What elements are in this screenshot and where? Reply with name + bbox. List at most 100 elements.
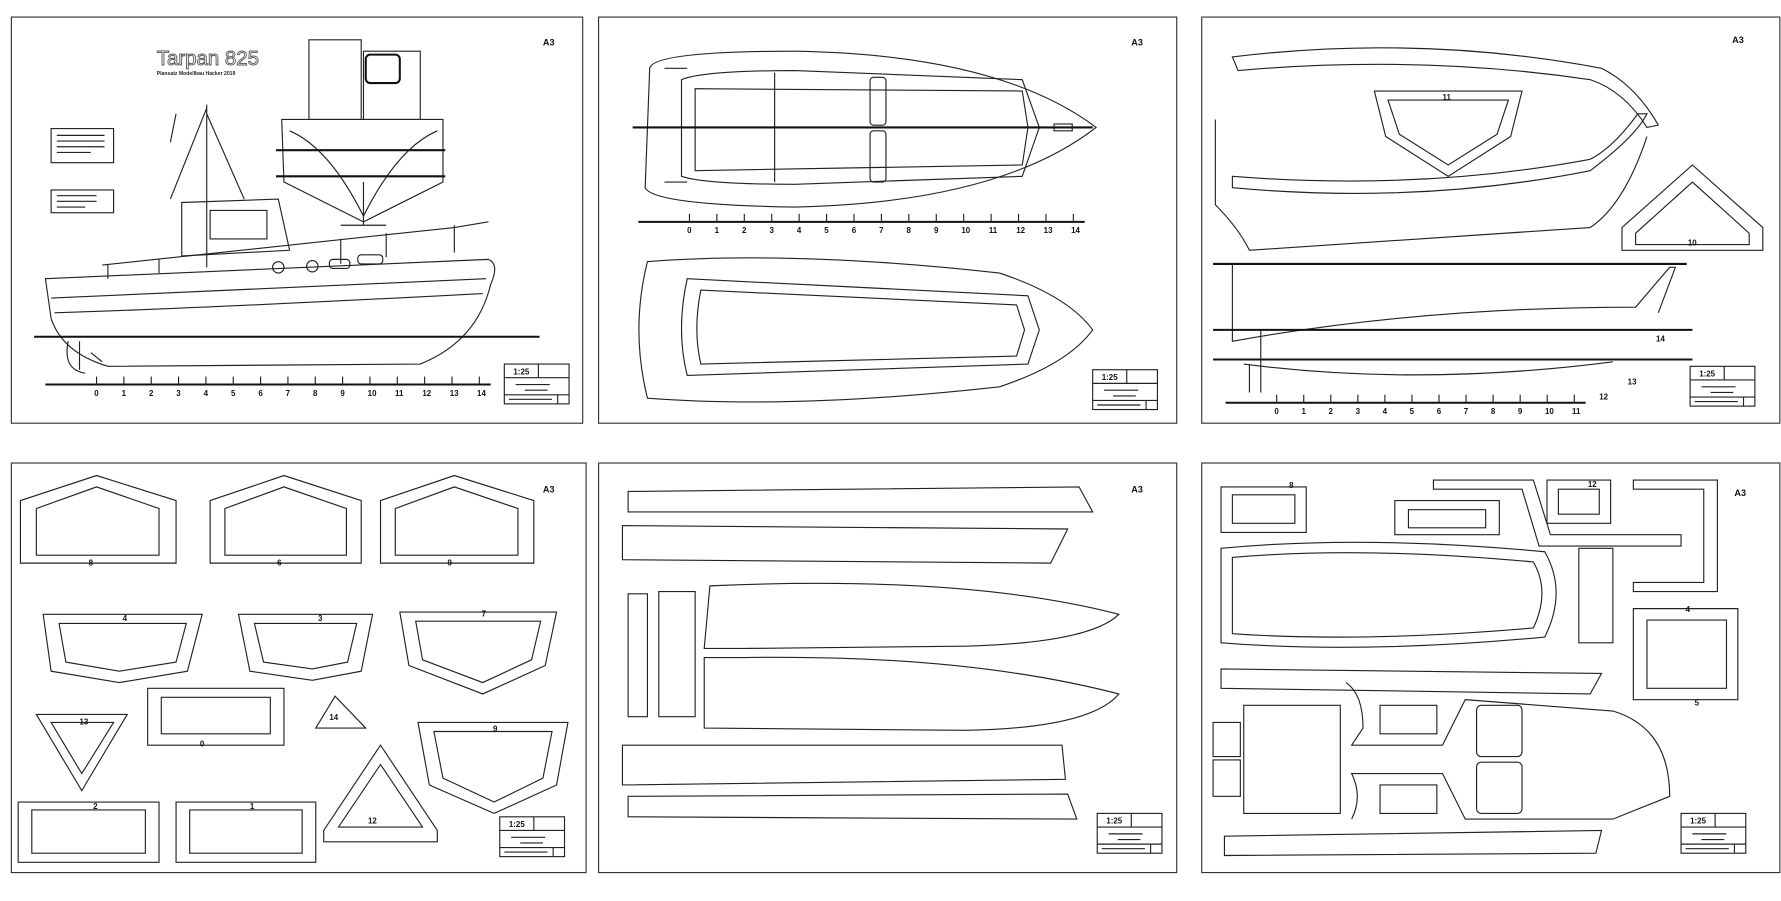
title-block: 1:25 — [1096, 812, 1163, 854]
scale-tick-label: 0 — [94, 389, 99, 398]
scale-tick-label: 13 — [450, 389, 459, 398]
scale-tick-label: 0 — [687, 226, 692, 235]
scale-tick-label: 5 — [1410, 407, 1415, 416]
part-number-label: 4 — [1686, 605, 1691, 614]
sheet-format-label: A3 — [1131, 485, 1143, 495]
sheet-1-side-view — [10, 16, 584, 424]
sheet-format-label: A3 — [543, 485, 555, 495]
sheet-5-planks — [598, 462, 1178, 874]
scale-tick-label: 3 — [769, 226, 774, 235]
scale-tick-label: 7 — [286, 389, 291, 398]
scale-tick-label: 2 — [1329, 407, 1334, 416]
part-number-label: 12 — [1599, 392, 1608, 401]
sheet-format-label: A3 — [1131, 37, 1143, 47]
scale-tick-label: 9 — [1518, 407, 1523, 416]
part-number-label: 8 — [89, 558, 94, 567]
scale-tick-label: 1 — [122, 389, 127, 398]
sheet-format-label: A3 — [1734, 488, 1746, 498]
scale-label: 1:25 — [1106, 817, 1122, 826]
scale-tick-label: 8 — [1491, 407, 1496, 416]
legend-boxes — [50, 127, 115, 214]
scale-tick-label: 11 — [989, 226, 998, 235]
scale-tick-label: 1 — [1301, 407, 1306, 416]
part-number-label: 12 — [368, 817, 377, 826]
front-section-view — [276, 39, 446, 226]
part-number-label: 14 — [329, 713, 338, 722]
part-number-label: 10 — [1688, 239, 1697, 248]
scale-label: 1:25 — [1102, 373, 1118, 382]
scale-tick-label: 4 — [1383, 407, 1388, 416]
scale-tick-label: 9 — [934, 226, 939, 235]
scale-tick-label: 3 — [1356, 407, 1361, 416]
part-number-label: 12 — [1588, 480, 1597, 489]
scale-tick-label: 14 — [477, 389, 486, 398]
side-view-hull — [34, 104, 540, 374]
part-number-label: 4 — [123, 614, 128, 623]
sheet-4-bulkheads — [10, 462, 587, 874]
part-number-label: 0 — [200, 739, 205, 748]
part-number-label: 6 — [277, 558, 282, 567]
part-number-label: 7 — [482, 610, 487, 619]
part-number-label: 9 — [448, 558, 453, 567]
part-number-label: 13 — [1628, 378, 1637, 387]
plan-title: Tarpan 825 — [157, 47, 259, 70]
title-block: 1:25 — [499, 816, 566, 858]
scale-tick-label: 4 — [797, 226, 802, 235]
scale-tick-label: 10 — [1545, 407, 1554, 416]
scale-tick-label: 11 — [1572, 407, 1581, 416]
deck-outline-part — [638, 257, 1094, 403]
scale-tick-label: 5 — [824, 226, 829, 235]
scale-tick-label: 11 — [395, 389, 404, 398]
sheet-format-label: A3 — [543, 37, 555, 47]
scale-tick-label: 7 — [879, 226, 884, 235]
deck-and-cabin-parts — [1212, 479, 1739, 857]
scale-tick-label: 6 — [852, 226, 857, 235]
scale-tick-label: 8 — [907, 226, 912, 235]
scale-tick-label: 6 — [258, 389, 263, 398]
scale-tick-label: 4 — [204, 389, 209, 398]
scale-tick-label: 3 — [176, 389, 181, 398]
sheet-6-deck-parts — [1201, 462, 1781, 874]
scale-tick-label: 12 — [422, 389, 431, 398]
scale-tick-label: 6 — [1437, 407, 1442, 416]
scale-tick-label: 10 — [368, 389, 377, 398]
scale-tick-label: 8 — [313, 389, 318, 398]
scale-tick-label: 7 — [1464, 407, 1469, 416]
part-number-label: 9 — [493, 724, 498, 733]
scale-bar-sheet-3: 0 1 2 3 4 5 6 7 8 9 10 11 — [1225, 394, 1586, 416]
top-view-deck — [632, 50, 1098, 208]
scale-tick-label: 0 — [1274, 407, 1279, 416]
scale-label: 1:25 — [1699, 370, 1715, 379]
part-number-label: 13 — [80, 718, 89, 727]
title-block: 1:25 — [1680, 812, 1747, 854]
scale-tick-label: 12 — [1016, 226, 1025, 235]
scale-tick-label: 13 — [1044, 226, 1053, 235]
part-number-label: 3 — [318, 614, 323, 623]
sheet-2-top-view — [598, 16, 1178, 424]
planking-strips — [621, 486, 1120, 820]
title-block: 1:25 — [503, 363, 570, 405]
scale-tick-label: 14 — [1071, 226, 1080, 235]
part-number-label: 1 — [250, 802, 255, 811]
part-number-label: 5 — [1695, 698, 1700, 707]
part-number-label: 11 — [1443, 93, 1452, 102]
scale-tick-label: 10 — [961, 226, 970, 235]
sheet-format-label: A3 — [1732, 35, 1744, 45]
title-block: 1:25 — [1689, 365, 1756, 407]
bulkhead-frames — [17, 474, 569, 863]
scale-tick-label: 9 — [340, 389, 345, 398]
plan-subtitle: Plansatz Modellbau Hacker 2019 — [157, 71, 236, 77]
part-number-label: 8 — [1289, 481, 1294, 490]
scale-tick-label: 5 — [231, 389, 236, 398]
title-block: 1:25 — [1092, 369, 1158, 411]
part-number-label: 2 — [93, 802, 98, 811]
part-number-label: 14 — [1656, 334, 1665, 343]
keel-and-stringers — [1213, 47, 1764, 393]
scale-tick-label: 1 — [715, 226, 720, 235]
scale-tick-label: 2 — [149, 389, 154, 398]
scale-label: 1:25 — [513, 367, 529, 376]
sheet-3-frames-keel — [1201, 16, 1781, 424]
